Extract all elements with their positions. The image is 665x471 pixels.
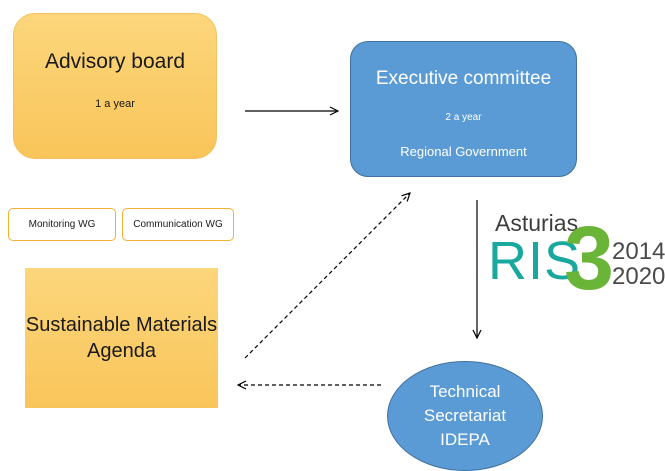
technical-secretariat-ellipse: Technical Secretariat IDEPA [387, 361, 543, 471]
advisory-board-box: Advisory board 1 a year [13, 13, 217, 159]
advisory-board-frequency: 1 a year [95, 98, 135, 110]
arrow-agenda-to-executive [244, 193, 410, 359]
agenda-line-2: Agenda [87, 340, 156, 362]
sustainable-materials-agenda-box: Sustainable Materials Agenda [25, 268, 218, 408]
monitoring-wg-box: Monitoring WG [8, 208, 116, 241]
advisory-board-title: Advisory board [44, 50, 186, 73]
technical-secretariat-line-3: IDEPA [440, 430, 490, 449]
logo-prefix: RIS [488, 231, 582, 291]
logo-year-start: 2014 [612, 238, 665, 265]
agenda-line-1: Sustainable Materials [25, 314, 218, 336]
executive-committee-box: Executive committee 2 a year Regional Go… [350, 41, 577, 177]
ris3-logo: Asturias RIS 3 2014 2020 [488, 206, 665, 309]
executive-committee-member: Regional Government [400, 144, 527, 159]
logo-year-end: 2020 [612, 263, 665, 290]
technical-secretariat-line-2: Secretariat [423, 406, 507, 425]
executive-committee-frequency: 2 a year [445, 112, 482, 123]
communication-wg-box: Communication WG [122, 208, 234, 241]
logo-number: 3 [564, 209, 615, 309]
logo-region: Asturias [495, 210, 579, 236]
technical-secretariat-line-1: Technical [429, 382, 501, 401]
executive-committee-title: Executive committee [375, 68, 552, 89]
